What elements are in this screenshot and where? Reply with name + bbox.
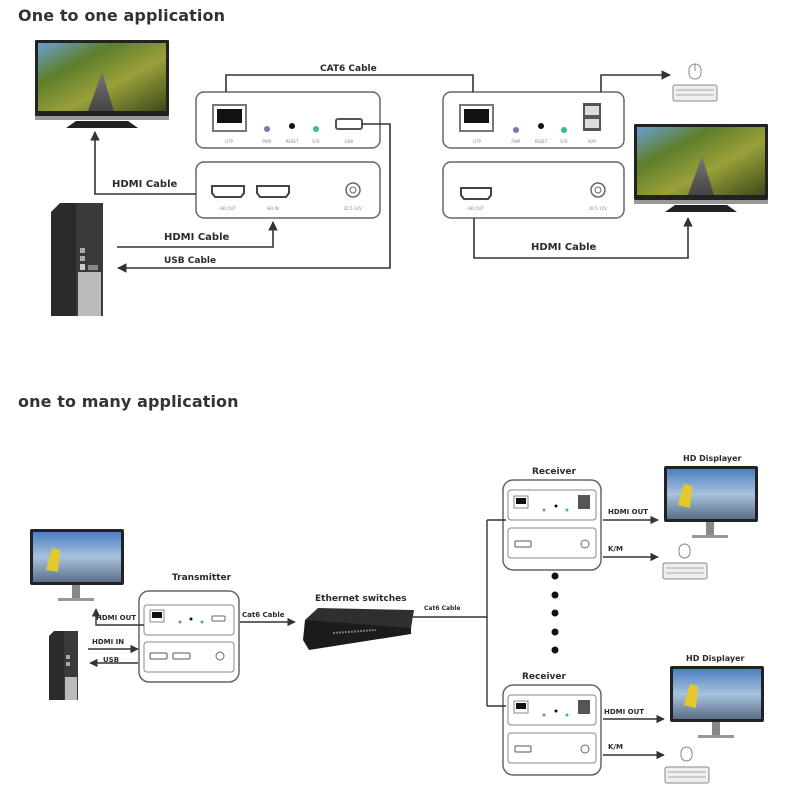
rx-port-dc: DC5-12V (589, 206, 607, 211)
label-switch-cat6: Cat6 Cable (424, 605, 460, 612)
one-to-many-title: one to many application (18, 392, 239, 411)
one-to-one-title: One to one application (18, 6, 226, 25)
label-ethernet-switches: Ethernet switches (315, 594, 407, 604)
monitor-left (30, 529, 124, 601)
label-hdmi-from-pc: HDMI Cable (164, 232, 229, 243)
pc-tower (51, 203, 103, 316)
hdmi-out-line (91, 608, 144, 626)
km-cable-line (600, 70, 671, 92)
label-usb: USB (103, 656, 119, 664)
rx-port-km: K/M (588, 139, 596, 144)
label-transmitter: Transmitter (172, 573, 232, 583)
label-hd-displayer-2: HD Displayer (686, 654, 745, 663)
tv-left (35, 40, 169, 128)
tx-port-reset: RESET (286, 139, 299, 144)
label-rx-hdmi-cable: HDMI Cable (531, 242, 596, 253)
tx-port-hd-out: HD OUT (220, 206, 236, 211)
label-rx1-km: K/M (608, 545, 623, 553)
label-hdmi-to-tv: HDMI Cable (112, 179, 177, 190)
cables-one-to-many (88, 515, 665, 760)
label-receiver-2: Receiver (522, 672, 567, 682)
label-rx2-km: K/M (608, 743, 623, 751)
rx-panel-bottom: HD OUT DC5-12V (442, 161, 625, 219)
hd-displayer-2 (670, 666, 764, 738)
usb-cable-line (117, 123, 391, 273)
rx-port-pwr: PWR (511, 139, 520, 144)
rx-unit-1 (502, 479, 602, 571)
label-hd-displayer-1: HD Displayer (683, 454, 742, 463)
label-cat6-cable: CAT6 Cable (320, 64, 377, 74)
cat6-cable-line (225, 74, 474, 92)
tx-port-pwr: PWR (262, 139, 271, 144)
label-usb-cable: USB Cable (164, 256, 216, 266)
hdmi-from-pc-line (117, 221, 278, 248)
keyboard-mouse-2 (664, 746, 710, 784)
ellipsis-dots (551, 572, 559, 654)
rx-unit-2 (502, 684, 602, 776)
tx-unit-many (138, 590, 240, 683)
rx-port-reset: RESET (535, 139, 548, 144)
hd-displayer-1 (664, 466, 758, 538)
label-rx2-hdmi-out: HDMI OUT (604, 708, 644, 716)
tv-right (634, 124, 768, 212)
rx-port-sta: STA (560, 139, 568, 144)
keyboard-mouse (672, 63, 718, 102)
pc-tower-small (49, 631, 78, 700)
tx-port-dc: DC5-12V (344, 206, 362, 211)
tx-port-usb: USB (345, 139, 353, 144)
label-hdmi-out: HDMI OUT (96, 614, 136, 622)
ethernet-switch (303, 608, 414, 650)
label-receiver-1: Receiver (532, 467, 577, 477)
label-rx1-hdmi-out: HDMI OUT (608, 508, 648, 516)
keyboard-mouse-1 (662, 543, 708, 580)
rx-port-utp: UTP (473, 139, 481, 144)
rx-hdmi-to-tv-line (473, 217, 693, 259)
rx-port-hd-out: HD OUT (468, 206, 484, 211)
hdmi-to-tv-line (90, 131, 196, 195)
rx-panel-top: UTP PWR RESET STA K/M (442, 91, 625, 149)
tx-port-utp: UTP (225, 139, 233, 144)
cables-one-to-one (90, 70, 693, 273)
label-hdmi-in: HDMI IN (92, 638, 124, 646)
tx-port-hd-in: HD IN (267, 206, 279, 211)
tx-panel-top: UTP PWR RESET STA USB (195, 91, 381, 149)
tx-panel-bottom: HD OUT HD IN DC5-12V (195, 161, 381, 219)
tx-port-sta: STA (312, 139, 320, 144)
label-tx-cat6: Cat6 Cable (242, 611, 285, 619)
